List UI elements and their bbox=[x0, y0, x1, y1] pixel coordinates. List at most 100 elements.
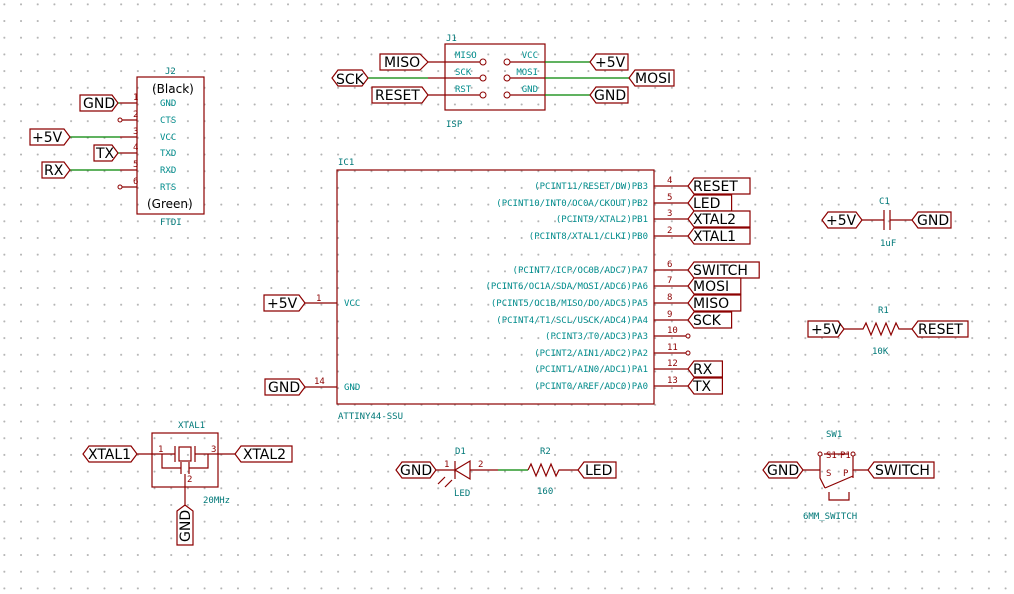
net-label-text: MOSI bbox=[635, 71, 671, 87]
net-label-xtal1[interactable]: XTAL1 bbox=[687, 227, 751, 245]
isp-connector-j1[interactable]: J1 ISP MISO SCK RST VCC MOSI GND bbox=[368, 34, 629, 130]
net-label-switch[interactable]: SWITCH bbox=[867, 461, 935, 479]
sw1-pin-letter: P bbox=[843, 469, 849, 479]
d1-pin-num: 2 bbox=[478, 460, 483, 470]
ic1-attiny44[interactable]: IC1 ATTINY44-SSU 1 14 VCC GND bbox=[305, 158, 655, 422]
net-label-reset[interactable]: RESET bbox=[687, 177, 751, 195]
j1-pin-name: SCK bbox=[455, 68, 472, 78]
j2-body bbox=[136, 76, 205, 215]
capacitor-c1[interactable]: C1 1uF bbox=[862, 197, 912, 249]
net-label-plus5v[interactable]: +5V bbox=[263, 294, 306, 312]
pushbutton-sw1[interactable]: SW1 6MM_SWITCH S S1 P P1 bbox=[803, 430, 868, 522]
net-label-plus5v[interactable]: +5V bbox=[807, 320, 845, 338]
net-label-reset[interactable]: RESET bbox=[911, 320, 969, 338]
ic1-pin-num: 12 bbox=[667, 359, 678, 369]
c1-ref: C1 bbox=[879, 197, 890, 207]
net-label-reset[interactable]: RESET bbox=[371, 86, 429, 104]
j1-pin-name: RST bbox=[455, 85, 472, 95]
net-label-mosi[interactable]: MOSI bbox=[687, 277, 742, 295]
j2-pin-name: RXD bbox=[160, 166, 176, 176]
j2-pin-name: TXD bbox=[160, 149, 176, 159]
ic1-pin-name: (PCINT11/RESET/DW)PB3 bbox=[534, 182, 648, 192]
j1-pin-name: VCC bbox=[522, 51, 538, 61]
j1-pin-name: GND bbox=[522, 85, 538, 95]
ic1-pin-num: 10 bbox=[667, 326, 678, 336]
net-label-rx[interactable]: RX bbox=[687, 360, 724, 378]
net-label-miso[interactable]: MISO bbox=[687, 294, 742, 312]
resistor-r1[interactable]: R1 10K bbox=[844, 306, 912, 357]
net-label-sck[interactable]: SCK bbox=[687, 311, 733, 329]
net-label-gnd[interactable]: GND bbox=[589, 86, 629, 104]
net-label-xtal1[interactable]: XTAL1 bbox=[82, 445, 138, 463]
r1-ref: R1 bbox=[878, 306, 889, 316]
net-label-text: XTAL2 bbox=[243, 447, 286, 463]
ic1-pin-num: 2 bbox=[667, 226, 672, 236]
sw1-value: 6MM_SWITCH bbox=[803, 512, 857, 522]
net-label-text: XTAL1 bbox=[88, 447, 131, 463]
ic1-pin-num: 1 bbox=[316, 294, 321, 304]
net-label-text: TX bbox=[95, 146, 115, 162]
net-label-led[interactable]: LED bbox=[687, 194, 733, 212]
net-label-text: SWITCH bbox=[875, 463, 930, 479]
j1-pin-name: MOSI bbox=[516, 68, 538, 78]
net-label-switch[interactable]: SWITCH bbox=[687, 261, 760, 279]
resonator-xtal1[interactable]: XTAL1 20MHz 1 3 2 bbox=[137, 421, 235, 506]
ic1-pin-num: 5 bbox=[667, 193, 672, 203]
net-label-text: RESET bbox=[918, 322, 963, 338]
ic1-pin-name: (PCINT6/OC1A/SDA/MOSI/ADC6)PA6 bbox=[485, 282, 648, 292]
d1-value: LED bbox=[454, 489, 470, 499]
net-label-gnd[interactable]: GND bbox=[395, 461, 437, 479]
net-label-gnd[interactable]: GND bbox=[264, 378, 306, 396]
net-label-text: TX bbox=[692, 379, 712, 395]
net-label-plus5v[interactable]: +5V bbox=[29, 128, 71, 146]
j2-ref: J2 bbox=[165, 67, 176, 77]
ic1-pin-row: (PCINT6/OC1A/SDA/MOSI/ADC6)PA6 7 MOSI bbox=[485, 276, 742, 295]
ic1-pin-num: 7 bbox=[667, 276, 672, 286]
net-label-text: RX bbox=[44, 163, 64, 179]
net-label-led[interactable]: LED bbox=[577, 461, 617, 479]
net-label-tx[interactable]: TX bbox=[687, 377, 724, 395]
j2-pin-name: VCC bbox=[160, 133, 176, 143]
j2-pin-num: 4 bbox=[133, 143, 138, 153]
j2-pin-name: GND bbox=[160, 99, 176, 109]
resistor-r2[interactable]: R2 160 bbox=[527, 447, 578, 497]
ic1-pin-name: (PCINT8/XTAL1/CLKI)PB0 bbox=[529, 232, 648, 242]
ic1-pin-name: (PCINT4/T1/SCL/USCK/ADC4)PA4 bbox=[496, 316, 648, 326]
ic1-pin-name: (PCINT2/AIN1/ADC2)PA2 bbox=[534, 349, 648, 359]
led-d1[interactable]: D1 LED 1 2 bbox=[436, 447, 528, 499]
net-label-text: MOSI bbox=[693, 279, 729, 295]
net-label-text: XTAL2 bbox=[693, 212, 736, 228]
net-label-tx[interactable]: TX bbox=[93, 144, 119, 162]
net-label-gnd[interactable]: GND bbox=[79, 94, 119, 112]
ic1-pin-name: (PCINT3/T0/ADC3)PA3 bbox=[545, 332, 648, 342]
net-label-text: +5V bbox=[267, 296, 298, 312]
net-label-text: MISO bbox=[693, 296, 729, 312]
net-label-rx[interactable]: RX bbox=[41, 161, 71, 179]
net-label-plus5v[interactable]: +5V bbox=[821, 211, 863, 229]
j2-pin-name: RTS bbox=[160, 183, 176, 193]
net-label-gnd[interactable]: GND bbox=[762, 461, 804, 479]
net-label-gnd[interactable]: GND bbox=[176, 504, 194, 546]
d1-ref: D1 bbox=[455, 447, 466, 457]
ftdi-connector-j2[interactable]: J2 (Black) (Green) FTDI 1 2 3 4 5 6 GND … bbox=[70, 67, 205, 228]
net-label-text: +5V bbox=[32, 130, 63, 146]
net-label-xtal2[interactable]: XTAL2 bbox=[687, 210, 751, 228]
net-label-miso[interactable]: MISO bbox=[379, 53, 429, 71]
net-label-sck[interactable]: SCK bbox=[331, 69, 369, 88]
r2-ref: R2 bbox=[540, 447, 551, 457]
j2-pin-num: 3 bbox=[133, 127, 138, 137]
net-label-xtal2[interactable]: XTAL2 bbox=[234, 445, 293, 463]
net-label-text: +5V bbox=[811, 322, 842, 338]
net-label-mosi[interactable]: MOSI bbox=[628, 69, 675, 87]
j2-pin-num: 1 bbox=[133, 93, 138, 103]
net-label-text: XTAL1 bbox=[693, 229, 736, 245]
net-label-plus5v[interactable]: +5V bbox=[589, 53, 629, 71]
ic1-pin-name: (PCINT5/OC1B/MISO/DO/ADC5)PA5 bbox=[491, 299, 648, 309]
net-label-gnd[interactable]: GND bbox=[911, 211, 952, 229]
net-label-text: SWITCH bbox=[693, 263, 748, 279]
ic1-pin-num: 9 bbox=[667, 310, 672, 320]
ic1-pin-name: VCC bbox=[344, 299, 360, 309]
r1-value: 10K bbox=[872, 347, 889, 357]
xtal1-pin-num: 2 bbox=[187, 475, 192, 485]
